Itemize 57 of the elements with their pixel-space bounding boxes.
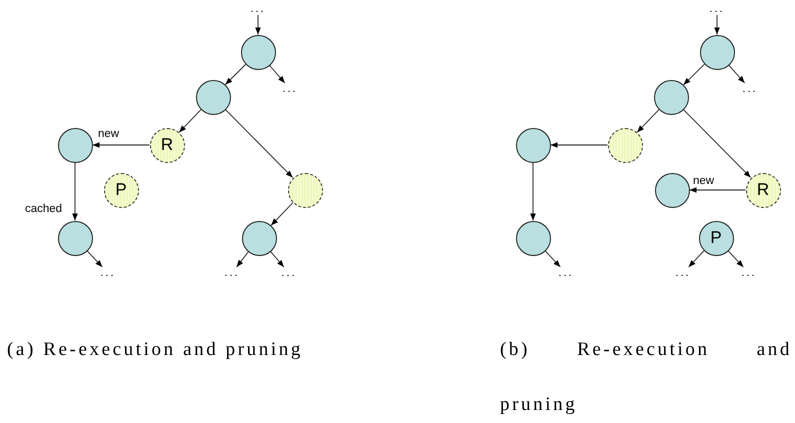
ellipsis-text: ...: [740, 268, 758, 278]
arrow: [728, 250, 744, 268]
edge-label: new: [692, 175, 716, 187]
circle-node: [700, 34, 734, 70]
circle-node: [654, 80, 688, 114]
arrow: [236, 251, 249, 268]
arrow: [714, 14, 720, 35]
circle-node: [58, 128, 92, 162]
ellipsis-text: ...: [281, 84, 299, 94]
ellipsis-text: ...: [280, 268, 298, 278]
arrow: [689, 187, 746, 193]
arrow: [728, 64, 746, 84]
dashed-circle-node: [746, 172, 780, 208]
arrow: [178, 109, 202, 133]
circle-node: [698, 220, 734, 256]
caption: (b) Re-execution and pruning: [500, 338, 792, 417]
arrow: [636, 109, 660, 133]
arrow: [92, 142, 150, 148]
ellipsis-text: ...: [99, 268, 117, 278]
caption: (a) Re-execution and pruning: [7, 338, 304, 362]
circle-node: [288, 172, 322, 208]
edge-label: new: [97, 128, 120, 140]
dashed-circle-node: [104, 172, 138, 208]
arrow: [688, 250, 704, 268]
circle-node: [516, 128, 550, 162]
arrow: [544, 250, 561, 268]
arrow: [224, 64, 246, 86]
arrow: [255, 14, 261, 35]
circle-node: [516, 220, 550, 256]
ellipsis-text: ...: [249, 4, 267, 14]
edge-label: cached: [24, 203, 64, 215]
ellipsis-text: ...: [674, 268, 692, 278]
circle-node: [196, 80, 230, 114]
arrow: [270, 202, 294, 226]
arrow: [550, 142, 608, 148]
ellipsis-text: ...: [223, 268, 241, 278]
ellipsis-text: ...: [708, 4, 726, 14]
circle-node: [654, 172, 690, 208]
node-label: R: [160, 135, 174, 155]
arrow: [72, 162, 78, 221]
ellipsis-text: ...: [741, 84, 759, 94]
circle-node: [242, 220, 276, 256]
arrow: [682, 109, 752, 178]
circle-node: [240, 34, 276, 70]
node-label: P: [710, 228, 722, 248]
circle-node: [608, 128, 642, 162]
ellipsis-text: ...: [557, 268, 575, 278]
node-label: R: [756, 180, 770, 200]
node-label: P: [115, 180, 127, 200]
dashed-circle-node: [150, 128, 184, 162]
arrow: [530, 162, 536, 221]
arrow: [270, 250, 284, 268]
arrow: [86, 250, 103, 268]
circle-node: [58, 220, 92, 256]
arrow: [683, 64, 705, 86]
arrow: [269, 64, 286, 84]
arrow: [224, 109, 294, 178]
